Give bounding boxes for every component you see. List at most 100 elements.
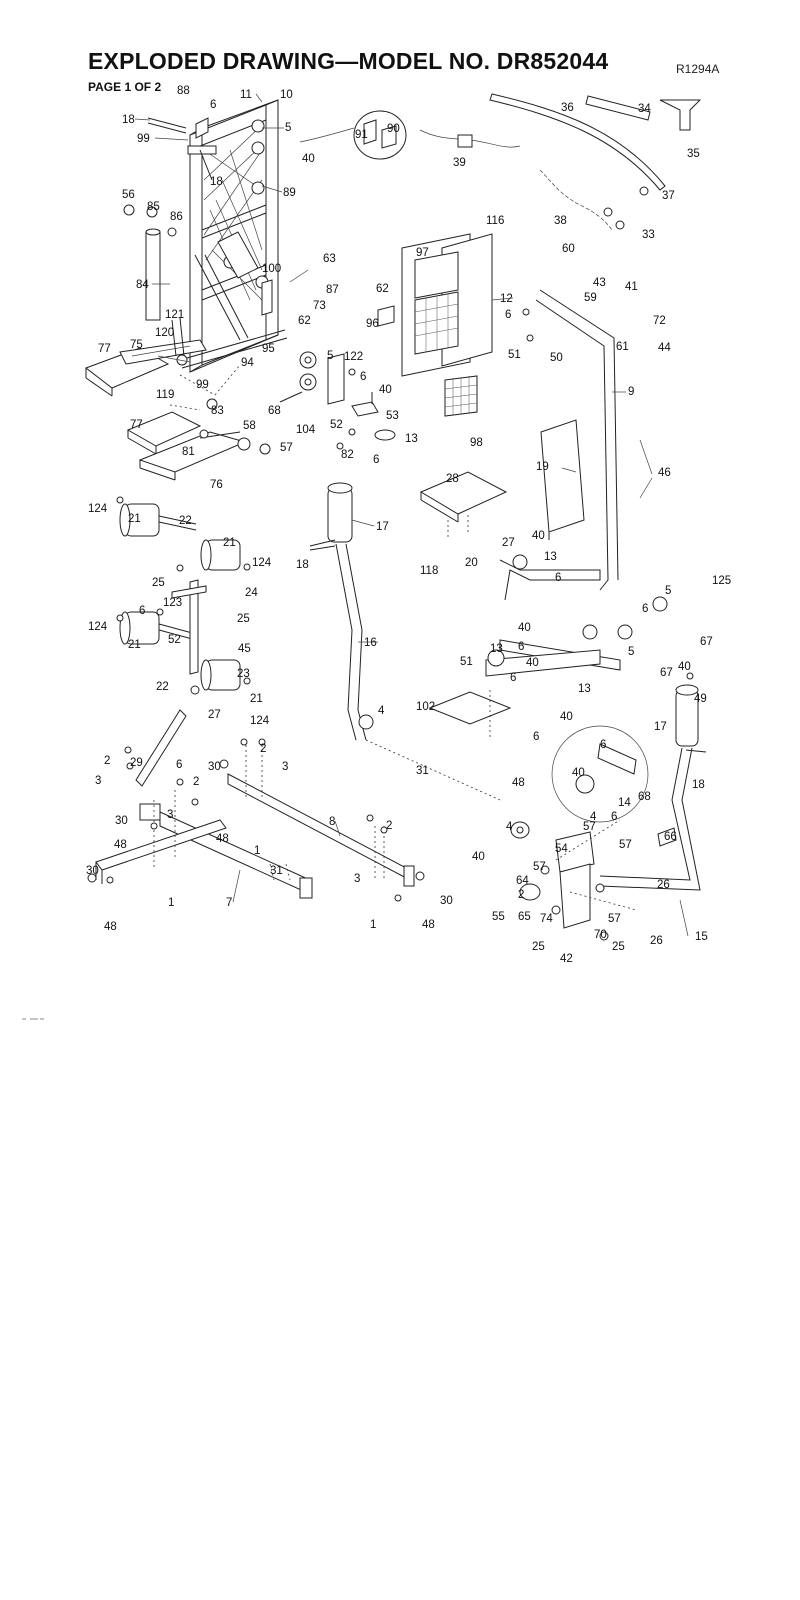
part-label: 73: [313, 300, 326, 312]
part-label: 87: [326, 284, 339, 296]
part-label: 121: [165, 309, 184, 321]
part-label: 35: [687, 148, 700, 160]
part-label: 43: [593, 277, 606, 289]
part-label: 6: [518, 641, 524, 653]
part-label: 3: [354, 873, 360, 885]
part-label: 99: [196, 379, 209, 391]
press-arm-left: [309, 482, 501, 801]
part-label: 6: [505, 309, 511, 321]
part-label: 77: [98, 343, 111, 355]
part-label: 22: [179, 515, 192, 527]
part-label: 67: [660, 667, 673, 679]
part-label: 18: [296, 559, 309, 571]
part-label: 5: [327, 350, 333, 362]
page-title: EXPLODED DRAWING—MODEL NO. DR852044: [88, 48, 609, 74]
part-label: 8: [329, 816, 335, 828]
part-label: 57: [583, 821, 596, 833]
part-label: 64: [516, 875, 529, 887]
part-label: 16: [364, 637, 377, 649]
part-label: 10: [280, 89, 293, 101]
part-label: 36: [561, 102, 574, 114]
part-label: 9: [628, 386, 634, 398]
part-label: 51: [460, 656, 473, 668]
part-label: 122: [344, 351, 363, 363]
part-label: 26: [657, 879, 670, 891]
part-label: 53: [386, 410, 399, 422]
part-label: 83: [211, 405, 224, 417]
part-label: 40: [572, 767, 585, 779]
part-label: 102: [416, 701, 435, 713]
press-arm-right: [599, 672, 707, 891]
part-label: 61: [616, 341, 629, 353]
part-label: 82: [341, 449, 354, 461]
part-label: 3: [282, 761, 288, 773]
part-label: 45: [238, 643, 251, 655]
part-label: 81: [182, 446, 195, 458]
part-label: 76: [210, 479, 223, 491]
part-label: 48: [114, 839, 127, 851]
part-label: 2: [518, 889, 524, 901]
part-label: 15: [695, 931, 708, 943]
part-label: 123: [163, 597, 182, 609]
part-label: 6: [210, 99, 216, 111]
part-label: 34: [638, 103, 651, 115]
part-label: 48: [104, 921, 117, 933]
part-label: 38: [554, 215, 567, 227]
part-label: 23: [237, 668, 250, 680]
part-label: 72: [653, 315, 666, 327]
part-label: 51: [508, 349, 521, 361]
scan-mark: [22, 1018, 44, 1020]
tower-frame: [147, 99, 288, 396]
part-label: 17: [376, 521, 389, 533]
accessories: [299, 93, 702, 231]
part-label: 48: [422, 919, 435, 931]
part-label: 3: [167, 809, 173, 821]
part-label: 6: [611, 811, 617, 823]
part-label: 37: [662, 190, 675, 202]
part-label: 25: [532, 941, 545, 953]
part-label: 18: [122, 114, 135, 126]
part-label: 21: [128, 513, 141, 525]
part-label: 18: [210, 176, 223, 188]
part-label: 57: [608, 913, 621, 925]
part-label: 6: [373, 454, 379, 466]
part-label: 48: [512, 777, 525, 789]
part-label: 86: [170, 211, 183, 223]
part-label: 26: [650, 935, 663, 947]
part-label: 1: [168, 897, 174, 909]
part-label: 77: [130, 419, 143, 431]
part-label: 118: [420, 565, 438, 577]
part-label: 91: [355, 129, 368, 141]
part-label: 27: [502, 537, 515, 549]
pivot-assembly: [510, 725, 677, 941]
part-label: 66: [664, 831, 677, 843]
part-labels: 88 6 11 10 18 99 5 18 40 89 56 85 86 84 …: [86, 85, 731, 965]
part-label: 46: [658, 467, 671, 479]
part-label: 52: [168, 634, 181, 646]
part-label: 124: [88, 621, 108, 633]
part-label: 2: [193, 776, 199, 788]
part-label: 6: [533, 731, 539, 743]
part-label: 21: [250, 693, 263, 705]
part-label: 85: [147, 201, 160, 213]
drawing-code: R1294A: [676, 62, 720, 76]
part-label: 25: [152, 577, 165, 589]
part-label: 5: [285, 122, 291, 134]
part-label: 2: [260, 743, 266, 755]
part-label: 57: [533, 861, 546, 873]
part-label: 4: [506, 821, 513, 833]
part-label: 124: [252, 557, 272, 569]
part-label: 25: [612, 941, 625, 953]
part-label: 2: [104, 755, 110, 767]
part-label: 6: [176, 759, 182, 771]
part-label: 24: [245, 587, 258, 599]
part-label: 40: [678, 661, 691, 673]
decal-panel: [377, 233, 493, 417]
part-label: 2: [386, 820, 392, 832]
part-label: 74: [540, 913, 553, 925]
part-label: 75: [130, 339, 143, 351]
part-label: 6: [510, 672, 516, 684]
part-label: 40: [526, 657, 539, 669]
part-label: 6: [360, 371, 366, 383]
part-label: 50: [550, 352, 563, 364]
